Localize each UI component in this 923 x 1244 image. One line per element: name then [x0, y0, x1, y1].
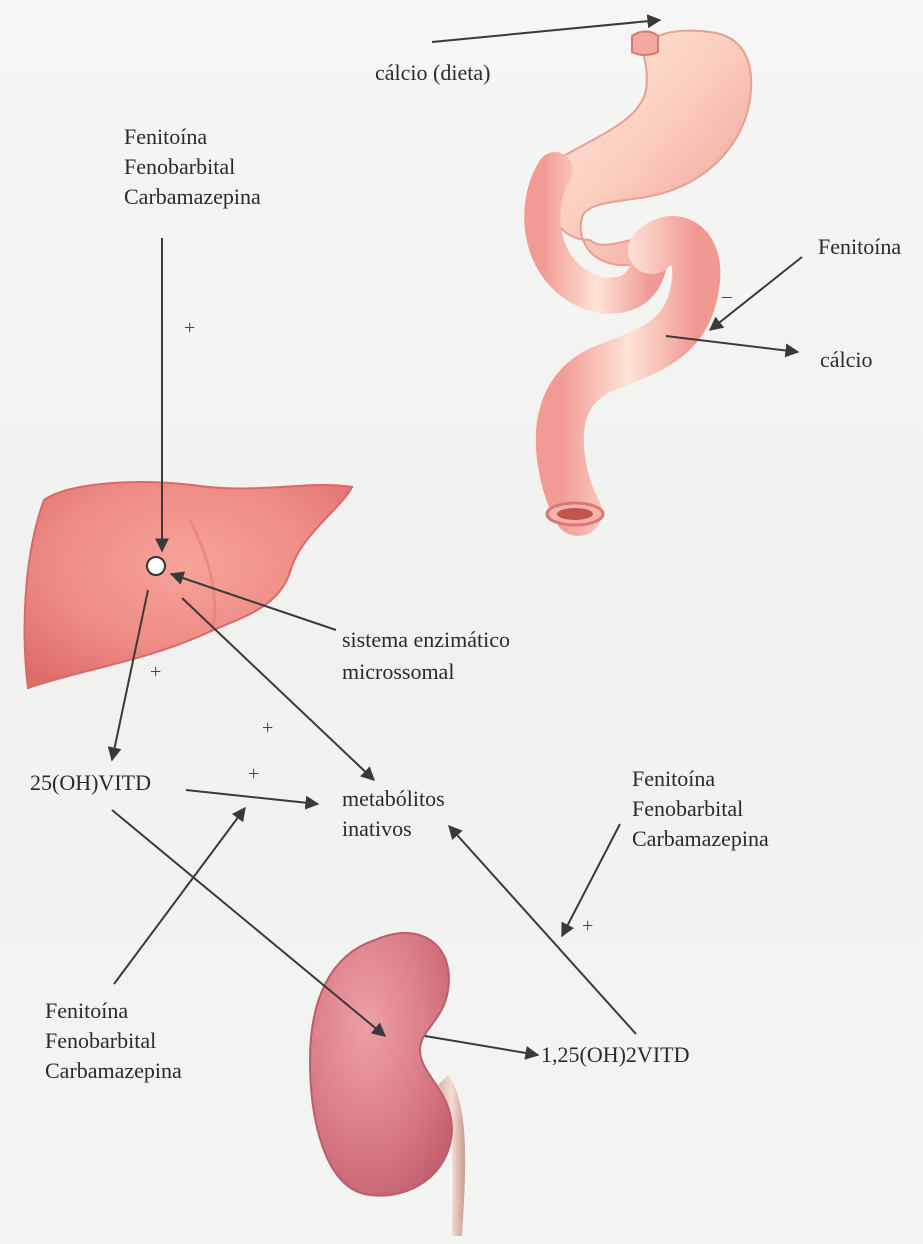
metabolites-line-1: metabólitos [342, 784, 445, 814]
plus-sign: + [150, 662, 161, 682]
vitd-25oh-label: 25(OH)VITD [30, 770, 151, 796]
drug-phenytoin: Fenitoína [45, 996, 182, 1026]
dietary-calcium-arrow [432, 20, 660, 42]
drug-phenytoin: Fenitoína [632, 764, 769, 794]
phenytoin-label: Fenitoína [818, 234, 901, 260]
enzyme-system-label: sistema enzimático microssomal [342, 624, 510, 688]
kidney-illustration [310, 933, 465, 1236]
drug-carbamazepine: Carbamazepina [632, 824, 769, 854]
liver-illustration [25, 482, 352, 688]
liver-inducer-drug-list: Fenitoína Fenobarbital Carbamazepina [124, 122, 261, 212]
drug-phenobarbital: Fenobarbital [124, 152, 261, 182]
plus-sign: + [262, 718, 273, 738]
left-drug-list: Fenitoína Fenobarbital Carbamazepina [45, 996, 182, 1086]
liver-induction-sign: + [184, 318, 195, 338]
enzyme-label-line-2: microssomal [342, 656, 510, 688]
enzyme-label-line-1: sistema enzimático [342, 624, 510, 656]
drug-phenytoin: Fenitoína [124, 122, 261, 152]
stomach-illustration [542, 31, 751, 525]
calcium-label: cálcio [820, 347, 873, 373]
drug-phenobarbital: Fenobarbital [632, 794, 769, 824]
vitd-125oh2-label: 1,25(OH)2VITD [541, 1042, 689, 1068]
plus-sign: + [248, 764, 259, 784]
enzyme-site-marker [147, 557, 165, 575]
drug-phenobarbital: Fenobarbital [45, 1026, 182, 1056]
vitd125-to-metabolites-arrow [449, 826, 636, 1034]
dietary-calcium-label: cálcio (dieta) [375, 60, 490, 86]
inactive-metabolites-label: metabólitos inativos [342, 784, 445, 844]
vitd25-to-metabolites-arrow [186, 790, 318, 804]
drug-carbamazepine: Carbamazepina [45, 1056, 182, 1086]
drug-carbamazepine: Carbamazepina [124, 182, 261, 212]
kidney-induction-sign: + [582, 916, 593, 936]
right-drug-list: Fenitoína Fenobarbital Carbamazepina [632, 764, 769, 854]
metabolites-line-2: inativos [342, 814, 445, 844]
left-drugs-arrow [114, 808, 245, 984]
kidney-to-vitd125-arrow [425, 1036, 538, 1055]
inhibition-sign: – [722, 286, 732, 306]
